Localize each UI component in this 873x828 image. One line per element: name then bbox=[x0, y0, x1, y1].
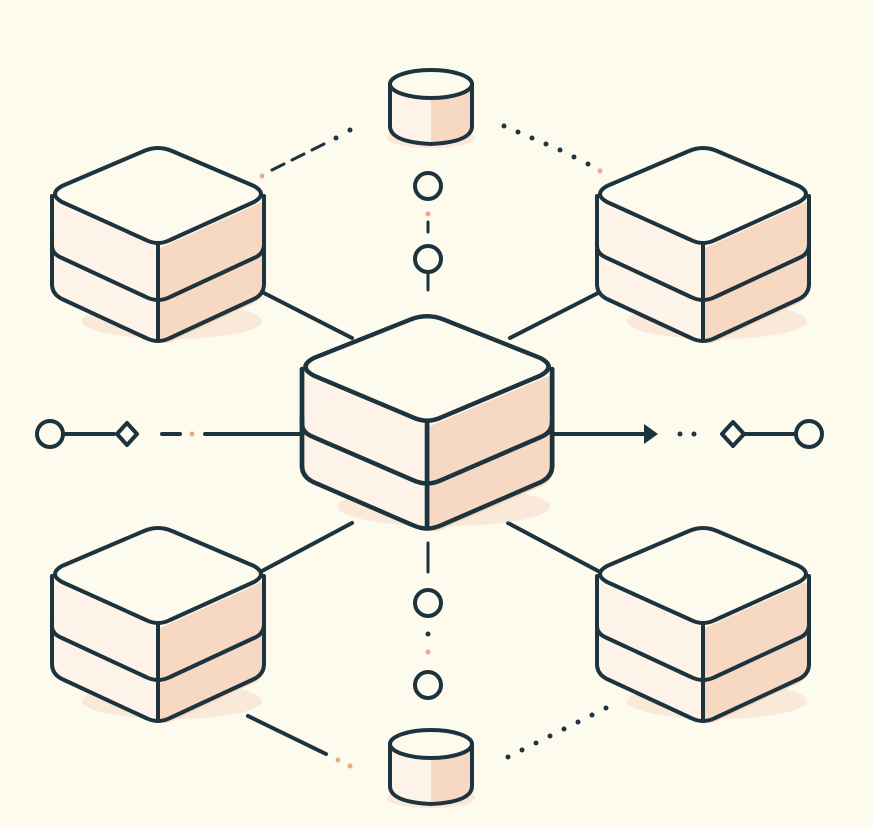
node-bottom-right-server bbox=[595, 526, 811, 726]
edge-top-to-top-right bbox=[501, 123, 603, 174]
left-diamond-icon bbox=[115, 421, 139, 447]
edge-center-to-right-terminal bbox=[550, 419, 824, 449]
edge-center-bottom-left bbox=[260, 521, 354, 573]
edge-top-to-center bbox=[413, 171, 443, 292]
edge-bottom-to-bottom-right bbox=[505, 705, 609, 760]
node-center-server bbox=[302, 316, 552, 531]
edge-top-to-top-left bbox=[259, 127, 353, 179]
edge-center-bottom-right bbox=[506, 521, 602, 574]
node-bottom-left-server bbox=[50, 526, 266, 726]
right-terminal-icon bbox=[794, 419, 824, 449]
right-diamond-icon bbox=[720, 420, 746, 448]
left-terminal-icon bbox=[35, 419, 65, 449]
node-bottom-database bbox=[385, 728, 477, 810]
edge-center-top-right bbox=[508, 290, 602, 340]
node-top-right-server bbox=[595, 146, 811, 346]
node-top-left-server bbox=[50, 146, 266, 346]
connectors bbox=[35, 123, 824, 769]
edge-left-terminal-to-center bbox=[35, 419, 304, 449]
edge-bottom-to-bottom-left bbox=[246, 714, 353, 769]
edge-center-top-left bbox=[260, 290, 354, 340]
arrowhead-icon bbox=[644, 424, 658, 444]
node-top-database bbox=[385, 68, 477, 150]
edge-center-to-bottom bbox=[413, 541, 443, 700]
